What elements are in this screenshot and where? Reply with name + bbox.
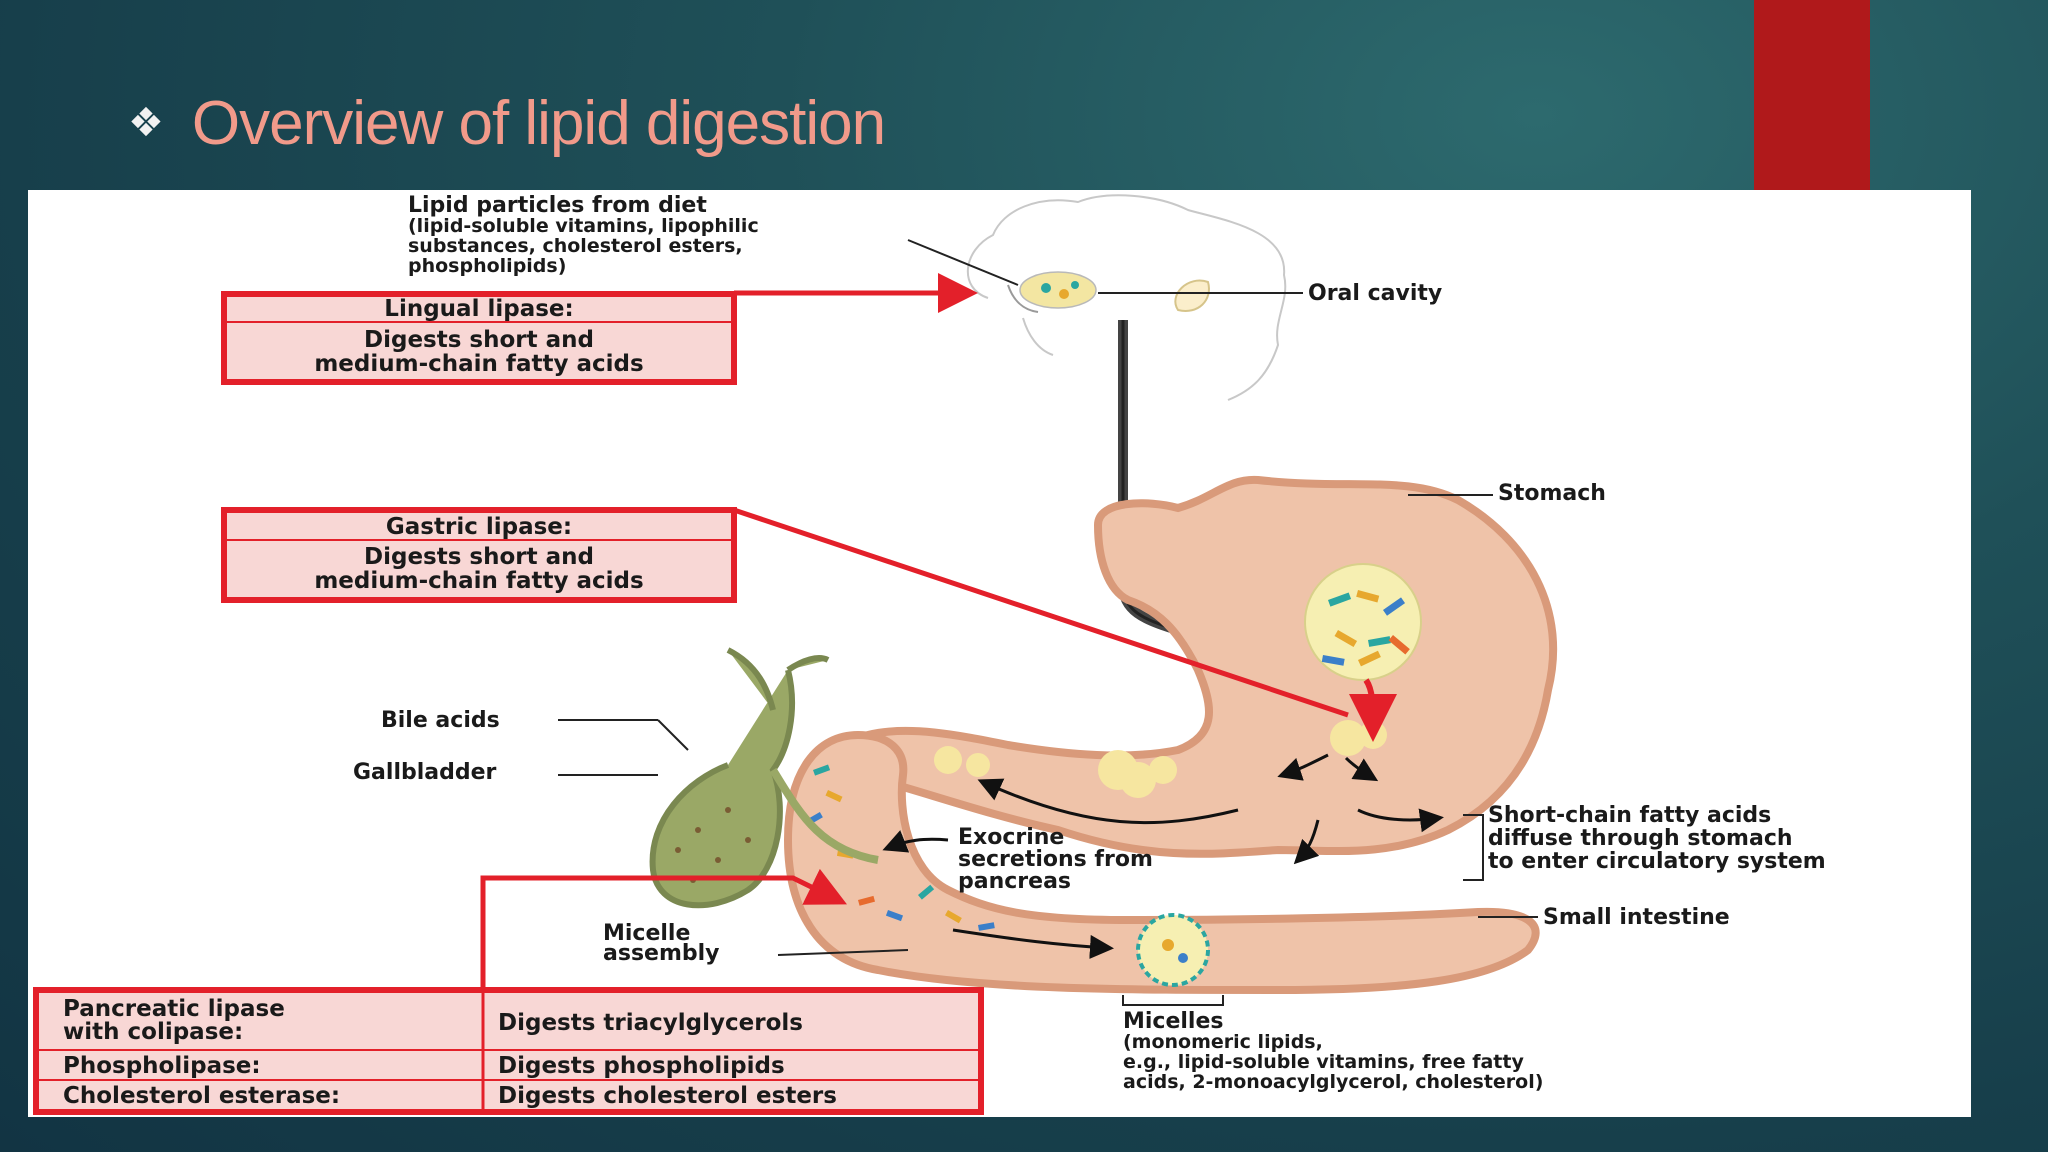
gastric-line1: Digests short and bbox=[364, 544, 594, 570]
lingual-lipase-box: Lingual lipase: Digests short and medium… bbox=[221, 291, 737, 385]
table-row-2-enzyme: Phospholipase: bbox=[63, 1053, 261, 1079]
table-row-2-action: Digests phospholipids bbox=[498, 1053, 785, 1079]
slide-title: Overview of lipid digestion bbox=[191, 88, 886, 158]
label-stomach: Stomach bbox=[1498, 481, 1606, 506]
gastric-line2: medium-chain fatty acids bbox=[314, 568, 643, 594]
diagram-panel: Lipid particles from diet (lipid-soluble… bbox=[28, 190, 1971, 1117]
label-exocrine-1: Exocrine bbox=[958, 825, 1064, 850]
small-intestine bbox=[783, 730, 1540, 995]
caption-line2: (lipid-soluble vitamins, lipophilic bbox=[408, 215, 759, 237]
gallbladder-dots bbox=[675, 807, 751, 883]
label-exocrine-2: secretions from bbox=[958, 847, 1153, 872]
label-scfa-3: to enter circulatory system bbox=[1488, 849, 1826, 874]
enzyme-table: Pancreatic lipase with colipase: Digests… bbox=[33, 987, 984, 1115]
gastric-connector bbox=[733, 507, 1349, 718]
bile-duct bbox=[769, 767, 879, 864]
caption-line4: phospholipids) bbox=[408, 255, 566, 277]
head-outline bbox=[966, 194, 1287, 401]
label-micelles-2: e.g., lipid-soluble vitamins, free fatty bbox=[1123, 1051, 1524, 1073]
micelle-icon bbox=[1136, 913, 1210, 987]
lingual-line1: Digests short and bbox=[364, 327, 594, 353]
label-micelle-assembly-1: Micelle bbox=[603, 921, 690, 946]
pancreas-arrow bbox=[882, 830, 949, 853]
label-micelles-3: acids, 2-monoacylglycerol, cholesterol) bbox=[1123, 1071, 1543, 1093]
caption-line1: Lipid particles from diet bbox=[408, 193, 707, 218]
reflux-arrow bbox=[977, 778, 1239, 825]
diffuse-arrow-3 bbox=[1357, 808, 1444, 833]
pancreatic-arrow bbox=[480, 868, 847, 988]
table-row-3-enzyme: Cholesterol esterase: bbox=[63, 1083, 340, 1109]
table-row-1-action: Digests triacylglycerols bbox=[498, 1010, 803, 1036]
micelle-arrow bbox=[952, 928, 1114, 959]
diffuse-arrow-1 bbox=[1277, 753, 1329, 781]
lipid-digestion-diagram: Lipid particles from diet (lipid-soluble… bbox=[33, 193, 1826, 1115]
table-row-1-enzyme-1: Pancreatic lipase bbox=[63, 996, 285, 1022]
gastric-lipase-box: Gastric lipase: Digests short and medium… bbox=[221, 507, 737, 603]
label-micelles-1: (monomeric lipids, bbox=[1123, 1031, 1323, 1053]
label-bile-acids: Bile acids bbox=[381, 708, 500, 733]
label-gallbladder: Gallbladder bbox=[353, 760, 497, 785]
label-micelle-assembly-2: assembly bbox=[603, 941, 720, 966]
label-exocrine-3: pancreas bbox=[958, 869, 1071, 894]
leader-lines bbox=[558, 239, 1538, 1006]
lingual-line2: medium-chain fatty acids bbox=[314, 351, 643, 377]
label-scfa-1: Short-chain fatty acids bbox=[1488, 803, 1771, 828]
gastric-title: Gastric lipase: bbox=[386, 514, 572, 540]
label-micelles: Micelles bbox=[1123, 1009, 1224, 1034]
table-row-3-action: Digests cholesterol esters bbox=[498, 1083, 837, 1109]
label-oral-cavity: Oral cavity bbox=[1308, 281, 1442, 306]
diffuse-arrow-2 bbox=[1344, 756, 1379, 782]
caption-line3: substances, cholesterol esters, bbox=[408, 235, 743, 257]
label-small-intestine: Small intestine bbox=[1543, 905, 1730, 930]
gastric-arrow bbox=[1348, 678, 1397, 742]
food-bolus bbox=[1304, 563, 1422, 681]
table-row-1-enzyme-2: with colipase: bbox=[63, 1019, 243, 1045]
diffuse-arrow-4 bbox=[1293, 819, 1320, 865]
accent-tab bbox=[1754, 0, 1870, 190]
lingual-title: Lingual lipase: bbox=[384, 296, 573, 322]
bullet-icon: ❖ bbox=[128, 100, 164, 146]
label-scfa-2: diffuse through stomach bbox=[1488, 826, 1793, 851]
title-row: ❖ Overview of lipid digestion bbox=[128, 78, 886, 168]
gallbladder bbox=[649, 647, 830, 909]
